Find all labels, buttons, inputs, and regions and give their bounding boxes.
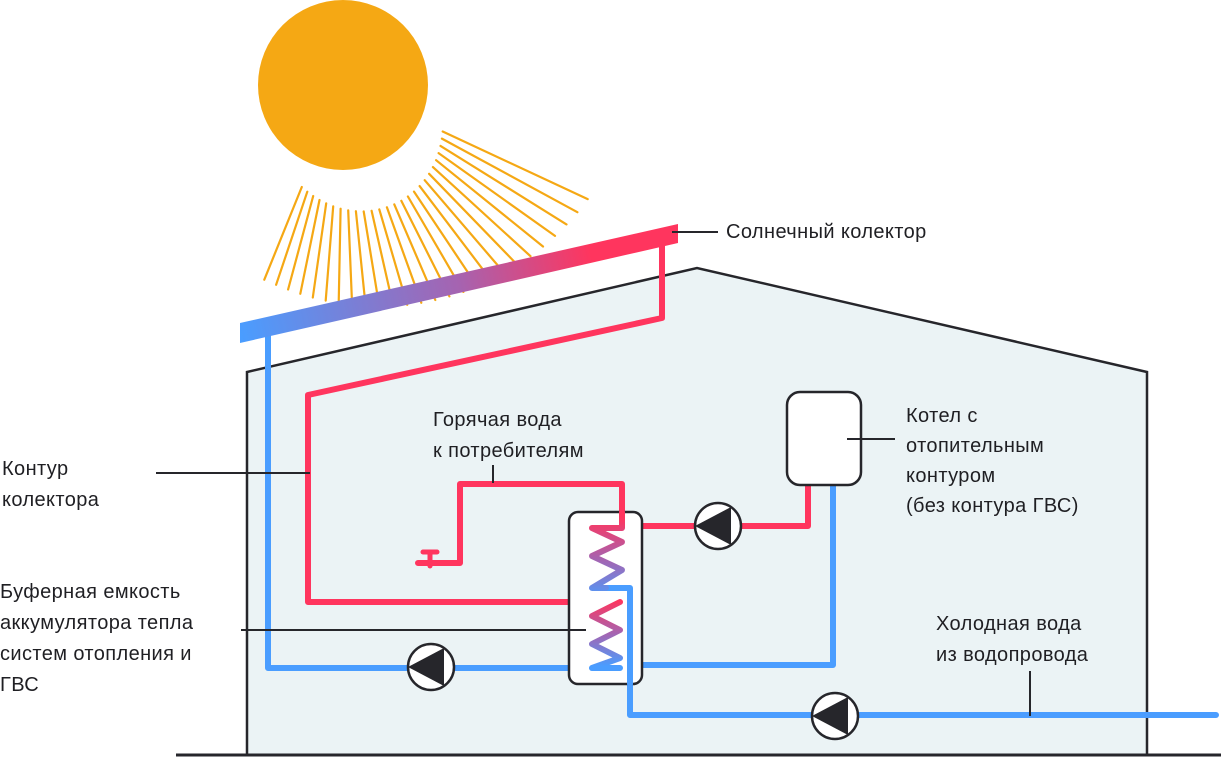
sun-ray <box>362 210 381 308</box>
hot-water-consumer-pipe <box>415 481 625 566</box>
sun-ray <box>263 185 303 281</box>
sun-ray <box>437 152 557 237</box>
leader-lines <box>156 231 1031 716</box>
tank-coil-lower <box>589 599 623 671</box>
label-cold-water: Холодная вода из водопровода <box>936 613 1089 666</box>
pump-boiler-loop <box>693 501 743 551</box>
pump-cold-water <box>810 691 860 741</box>
sun-ray <box>412 190 479 288</box>
sun-ray <box>287 194 315 291</box>
tank-coil-upper <box>589 509 625 591</box>
label-hot-water: Горячая вода к потребителям <box>433 409 584 462</box>
label-boiler: Котел с отопительным контуром (без конту… <box>906 405 1079 517</box>
sun-ray <box>275 190 309 286</box>
buffer-tank <box>567 510 644 686</box>
solar-collector <box>240 224 678 343</box>
sun-ray <box>311 202 328 299</box>
sun-ray <box>418 185 493 282</box>
sun-ray <box>428 172 519 267</box>
boiler-cold-pipe <box>637 475 836 668</box>
sun-ray <box>324 205 335 302</box>
sun-ray <box>440 137 579 214</box>
sun-ray <box>439 144 568 226</box>
tank-inner-cold-pipe <box>603 585 633 687</box>
sun-ray <box>431 166 532 258</box>
sun-ray <box>441 130 589 201</box>
collector-cold-pipe <box>265 327 623 671</box>
label-buffer-tank: Буферная емкость аккумулятора тепла сист… <box>0 581 199 696</box>
sun-ray <box>299 198 321 295</box>
hot-water-tap <box>420 549 440 569</box>
label-collector-loop: Контур колектора <box>2 458 100 511</box>
sun-ray <box>347 209 354 306</box>
sun-ray <box>423 179 506 275</box>
sun-ray <box>337 207 342 305</box>
label-solar-collector: Солнечный колектор <box>726 221 927 243</box>
sun-ray <box>435 159 545 248</box>
pump-collector-loop <box>406 642 456 692</box>
collector-hot-pipe <box>305 237 665 605</box>
sun-ray <box>354 210 367 308</box>
